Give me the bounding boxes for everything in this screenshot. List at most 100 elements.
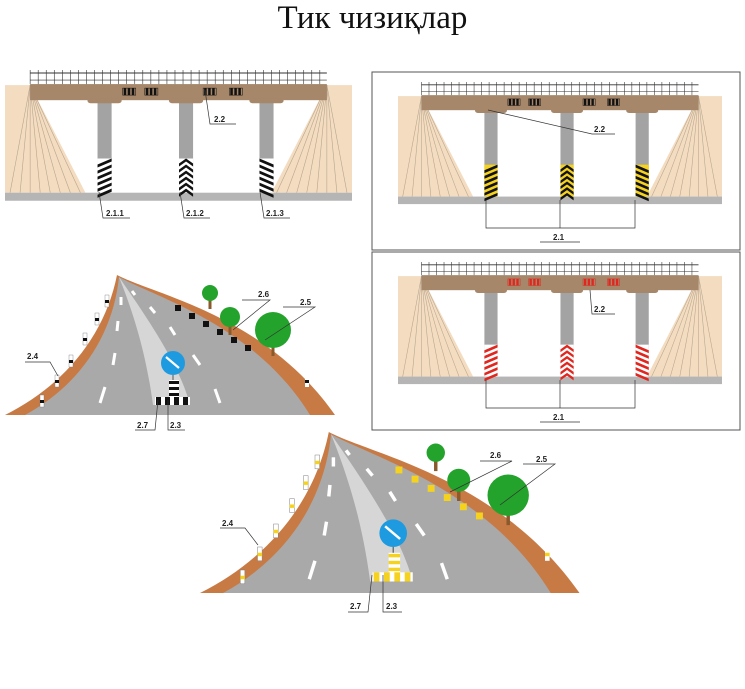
deck-marking bbox=[608, 278, 611, 286]
deck-marking bbox=[145, 88, 149, 96]
pier-stripe bbox=[97, 176, 112, 186]
island-edge-stripe bbox=[373, 572, 380, 582]
pier-stripe bbox=[484, 170, 498, 179]
pier-stripe bbox=[560, 170, 574, 178]
embankment-hatch bbox=[296, 85, 328, 193]
deck-marking bbox=[516, 278, 519, 286]
deck-marking bbox=[591, 278, 594, 286]
deck-marking-frame bbox=[202, 87, 217, 96]
bollard-stripe bbox=[388, 553, 401, 558]
embankment-hatch bbox=[402, 276, 422, 377]
deck-marking bbox=[508, 98, 512, 106]
deck-marking bbox=[230, 88, 233, 96]
pier-stripe bbox=[259, 188, 274, 198]
delineator-stripe bbox=[303, 481, 309, 485]
island-edge-stripe bbox=[174, 397, 179, 405]
bridge-deck bbox=[30, 84, 327, 101]
deck-marking-frame bbox=[607, 98, 620, 106]
label-2-6: 2.6 bbox=[490, 451, 502, 460]
pier-stripe bbox=[635, 181, 649, 191]
lane-dash bbox=[111, 352, 117, 366]
embankment-hatch bbox=[421, 275, 460, 377]
pier-stripe bbox=[179, 164, 194, 173]
pier-stripe bbox=[635, 192, 649, 202]
deck-marking bbox=[234, 88, 237, 96]
label-2-1: 2.1 bbox=[553, 233, 565, 242]
deck-marking bbox=[587, 98, 591, 106]
label-2-7: 2.7 bbox=[350, 602, 362, 611]
barrier-marking bbox=[411, 475, 419, 483]
delineator-stripe bbox=[55, 380, 59, 383]
embankment-hatch bbox=[306, 85, 328, 193]
sign-arrow bbox=[165, 356, 180, 369]
island-edge bbox=[372, 572, 413, 582]
pier-cap bbox=[626, 108, 659, 113]
pier-stripe bbox=[635, 164, 649, 174]
pier-stripe bbox=[560, 187, 574, 195]
pier-stripe bbox=[635, 361, 649, 370]
delineator-stripe bbox=[315, 460, 320, 465]
island-edge-stripe bbox=[384, 572, 390, 582]
delineator-stripe bbox=[69, 360, 73, 363]
island-edge-stripe bbox=[165, 397, 170, 405]
barrier-marking bbox=[459, 503, 467, 511]
deck-marking-frame bbox=[122, 87, 137, 96]
delineator-stripe bbox=[105, 300, 109, 303]
bridge-red-white bbox=[398, 262, 723, 385]
pier-stripe bbox=[635, 355, 649, 365]
embankment-hatch bbox=[698, 96, 718, 197]
pier-stripe bbox=[560, 344, 574, 353]
pier-stripe bbox=[560, 355, 574, 364]
embankment-hatch bbox=[421, 95, 469, 197]
pier-stripe bbox=[179, 176, 194, 185]
tree-crown bbox=[255, 312, 291, 348]
tree-crown bbox=[447, 468, 471, 492]
tree-crown bbox=[426, 443, 445, 462]
bridge-deck bbox=[421, 95, 699, 111]
pier-stripe bbox=[259, 182, 274, 192]
deck-marking-frame bbox=[528, 278, 541, 286]
road-surface bbox=[223, 434, 551, 593]
barrier-marking bbox=[245, 345, 251, 351]
bollard-stripe bbox=[388, 560, 401, 565]
embankment-hatch bbox=[29, 85, 51, 193]
pier-cap bbox=[249, 98, 284, 104]
embankment-hatch bbox=[421, 275, 469, 377]
deck-marking-frame bbox=[607, 278, 620, 286]
embankment-hatch bbox=[326, 85, 348, 193]
bollard-stripe bbox=[169, 387, 179, 390]
deck-marking bbox=[583, 98, 587, 106]
embankment-hatch bbox=[688, 96, 699, 197]
pier-stripe bbox=[484, 350, 498, 359]
pier-stripe bbox=[560, 175, 574, 184]
deck-marking bbox=[615, 98, 619, 106]
pier-stripe bbox=[635, 187, 649, 196]
lane-dash bbox=[322, 521, 329, 536]
embankment-hatch bbox=[421, 96, 450, 197]
embankment-hatch bbox=[316, 85, 328, 193]
pier-cap bbox=[87, 98, 122, 104]
delineator-stripe bbox=[545, 552, 550, 557]
embankment-hatch bbox=[670, 276, 699, 377]
tree-crown bbox=[220, 307, 240, 327]
deck-marking bbox=[123, 88, 127, 96]
pier-stripe bbox=[635, 344, 649, 354]
deck-marking bbox=[149, 88, 153, 96]
embankment-hatch bbox=[402, 96, 422, 197]
pier-stripe bbox=[97, 188, 112, 198]
pier-stripe bbox=[179, 158, 194, 167]
pier-stripe bbox=[179, 188, 194, 197]
deck-marking bbox=[508, 278, 512, 286]
embankment-hatch bbox=[326, 85, 338, 193]
barrier-marking bbox=[395, 466, 403, 474]
pier-cap bbox=[626, 288, 659, 293]
tree-trunk bbox=[434, 452, 438, 472]
pier-stripe bbox=[259, 158, 274, 168]
deck-marking bbox=[153, 88, 157, 96]
embankment-hatch bbox=[421, 276, 432, 377]
delineator-stripe bbox=[83, 338, 87, 341]
bollard-stripe bbox=[169, 381, 179, 384]
bridge-yellow-black bbox=[398, 82, 723, 205]
label-2-1-3: 2.1.3 bbox=[266, 209, 284, 218]
